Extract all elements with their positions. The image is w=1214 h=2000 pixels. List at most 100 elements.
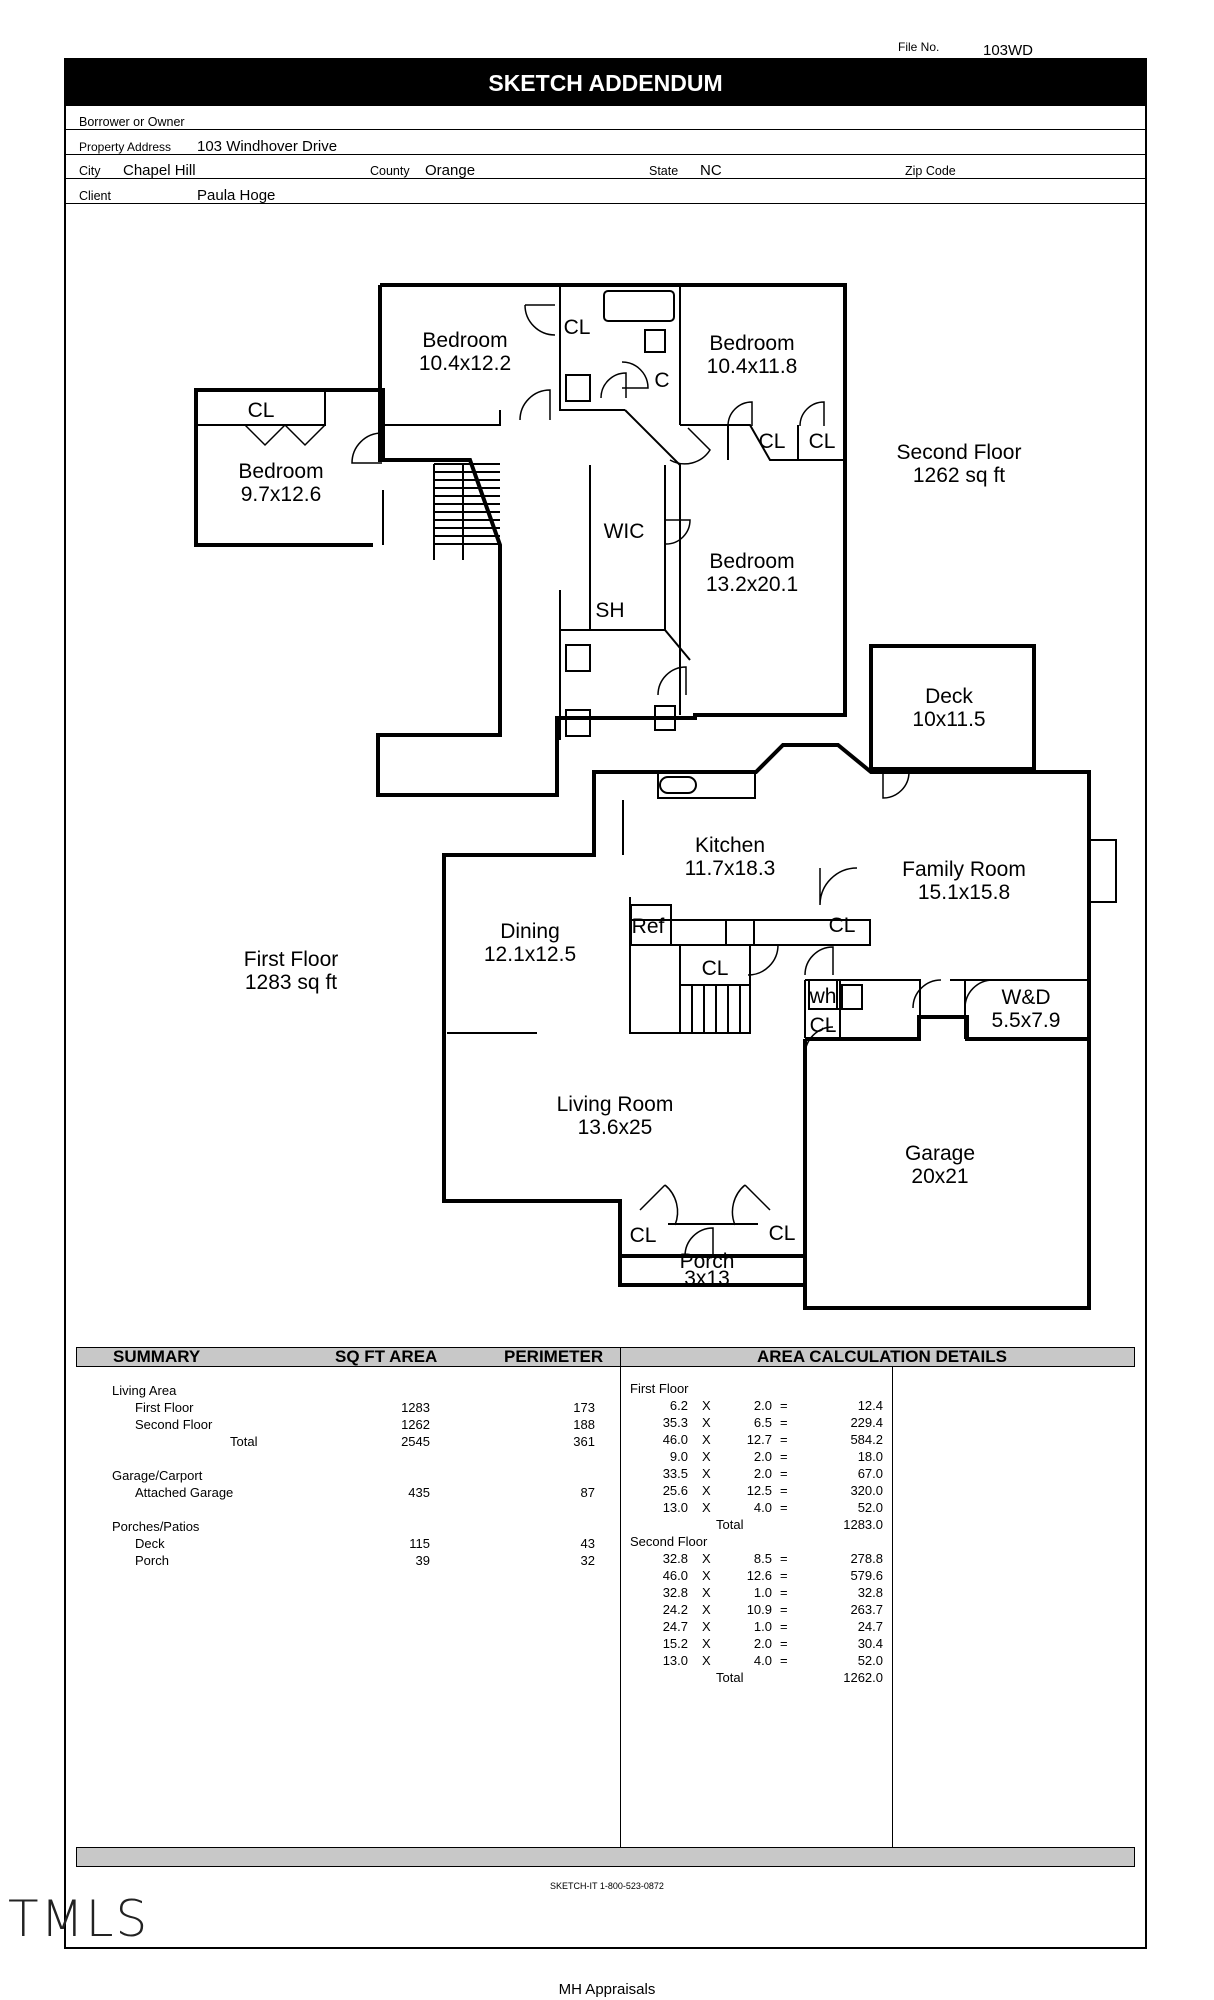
details-length: 9.0 <box>669 1449 688 1464</box>
state-label: State <box>649 164 679 178</box>
door-swing <box>665 519 691 545</box>
room-name: Bedroom <box>422 329 507 352</box>
summary-row-perimeter: 173 <box>573 1400 595 1415</box>
wall <box>657 772 756 799</box>
summary-row-area: 1283 <box>401 1400 430 1415</box>
wall <box>619 1201 806 1224</box>
door-swing <box>244 424 326 447</box>
sink <box>565 644 591 672</box>
details-equals: = <box>780 1551 788 1566</box>
room-name: Garage <box>905 1142 975 1165</box>
details-width: 10.9 <box>746 1602 772 1617</box>
table-divider <box>620 1347 621 1847</box>
floor-name: First Floor <box>244 948 339 971</box>
door-swing <box>804 1026 834 1056</box>
door-swing <box>621 361 649 389</box>
refrigerator <box>630 904 672 946</box>
details-x: X <box>702 1653 711 1668</box>
toilet <box>644 329 666 353</box>
ref-label: Ref <box>632 915 665 938</box>
closet-label: CL <box>630 1224 657 1247</box>
details-x: X <box>702 1483 711 1498</box>
details-area: 52.0 <box>857 1500 883 1515</box>
details-length: 6.2 <box>669 1398 688 1413</box>
door-swing <box>747 944 779 976</box>
property-label: Property Address <box>79 140 172 154</box>
details-area: 67.0 <box>857 1466 883 1481</box>
door-swing <box>964 979 994 1009</box>
file-no: 103WD <box>983 42 1034 59</box>
details-header: AREA CALCULATION DETAILS <box>757 1347 1007 1366</box>
details-length: 32.8 <box>662 1551 688 1566</box>
wall <box>618 1201 805 1287</box>
company-name: MH Appraisals <box>558 1981 656 1998</box>
sink <box>565 374 591 402</box>
room-dims: 13.6x25 <box>578 1116 653 1139</box>
floor-area: 1262 sq ft <box>913 464 1005 487</box>
details-area: 12.4 <box>857 1398 883 1413</box>
wall <box>559 285 625 411</box>
state-value: NC <box>700 162 722 179</box>
stove <box>725 919 755 946</box>
summary-row-area: 39 <box>415 1553 430 1568</box>
details-total: 1283.0 <box>843 1517 883 1532</box>
wall <box>560 629 691 661</box>
room-dims: 10x11.5 <box>912 708 985 731</box>
wic-label: WIC <box>604 520 645 543</box>
details-x: X <box>702 1466 711 1481</box>
summary-title: SUMMARY <box>113 1347 201 1366</box>
closet-label: CL <box>564 316 591 339</box>
details-equals: = <box>780 1415 788 1430</box>
details-width: 4.0 <box>753 1653 772 1668</box>
summary-row-perimeter: 87 <box>580 1485 595 1500</box>
details-width: 2.0 <box>753 1398 772 1413</box>
summary-row-area: 115 <box>409 1536 430 1551</box>
details-equals: = <box>780 1602 788 1617</box>
wall <box>629 897 751 1034</box>
details-equals: = <box>780 1636 788 1651</box>
water-heater <box>808 979 838 1010</box>
room-name: Porch <box>680 1250 735 1273</box>
summary-row-area: 435 <box>408 1485 430 1500</box>
details-area: 52.0 <box>857 1653 883 1668</box>
details-length: 46.0 <box>662 1432 688 1447</box>
sink <box>659 776 697 794</box>
room-dims: 5.5x7.9 <box>992 1009 1061 1032</box>
file-no-label: File No. <box>898 40 940 54</box>
header-divider <box>66 203 1145 204</box>
floor-plan: Bedroom 10.4x12.2 Bedroom 10.4x11.8 Bedr… <box>194 283 1117 1310</box>
details-section-title: Second Floor <box>630 1534 708 1549</box>
details-equals: = <box>780 1619 788 1634</box>
door-swing <box>684 1227 714 1257</box>
details-area: 229.4 <box>850 1415 883 1430</box>
door-swing <box>731 1184 771 1226</box>
door-swing <box>600 372 627 399</box>
details-x: X <box>702 1568 711 1583</box>
wh-label: wh <box>809 985 837 1008</box>
details-width: 12.5 <box>746 1483 772 1498</box>
summary-row-label: First Floor <box>135 1400 194 1415</box>
details-length: 13.0 <box>662 1500 688 1515</box>
closet-label: CL <box>702 957 729 980</box>
details-section-title: First Floor <box>630 1381 689 1396</box>
closet-label: CL <box>769 1222 796 1245</box>
summary-row-label: Attached Garage <box>135 1485 234 1500</box>
details-width: 2.0 <box>753 1466 772 1481</box>
door-swing <box>639 1184 679 1226</box>
details-width: 1.0 <box>753 1619 772 1634</box>
room-name: Deck <box>925 685 973 708</box>
county-value: Orange <box>425 162 476 179</box>
details-equals: = <box>780 1500 788 1515</box>
details-width: 6.5 <box>753 1415 772 1430</box>
wall <box>380 410 501 426</box>
deck-outline <box>869 644 1036 771</box>
room-dims: 20x21 <box>911 1165 968 1188</box>
room-dims: 10.4x11.8 <box>707 355 798 378</box>
details-equals: = <box>780 1432 788 1447</box>
details-x: X <box>702 1415 711 1430</box>
details-equals: = <box>780 1483 788 1498</box>
room-dims: 10.4x12.2 <box>419 352 511 375</box>
summary-row-perimeter: 361 <box>573 1434 595 1449</box>
details-area: 263.7 <box>850 1602 883 1617</box>
summary-row-label: Second Floor <box>135 1417 213 1432</box>
